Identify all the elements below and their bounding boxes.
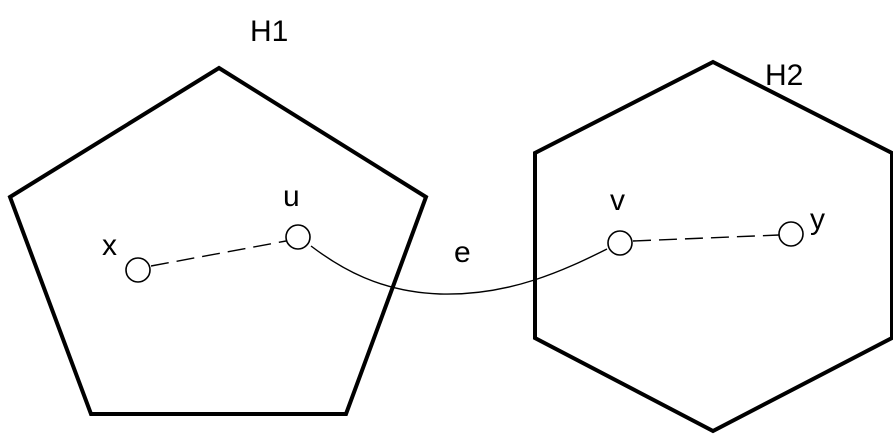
node-v-label: v — [610, 184, 625, 217]
node-v — [607, 230, 633, 256]
subgraph-h2-hexagon — [533, 59, 893, 434]
edge-label-e: e — [454, 236, 471, 269]
edge-x-u — [150, 240, 287, 267]
node-y — [778, 221, 804, 247]
subgraph-h1-pentagon — [7, 65, 429, 416]
node-x-label: x — [102, 229, 117, 262]
node-u — [285, 224, 311, 250]
edge-v-y — [632, 234, 780, 242]
node-y-label: y — [810, 203, 825, 236]
edge-u-v — [310, 245, 608, 295]
subgraph-h2-label: H2 — [765, 59, 803, 92]
node-u-label: u — [283, 180, 300, 213]
node-x — [125, 257, 151, 283]
subgraph-h1-label: H1 — [250, 15, 288, 48]
